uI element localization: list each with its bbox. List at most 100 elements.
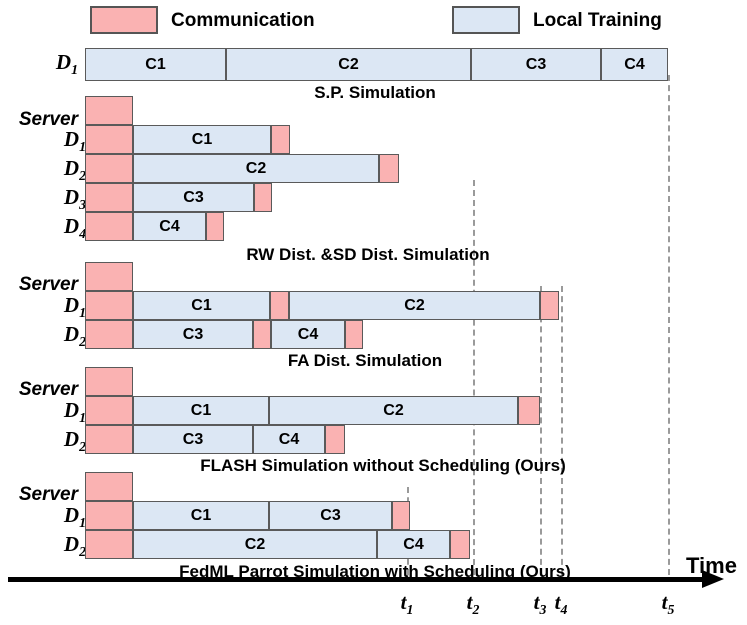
time-guide-g-t3	[540, 286, 542, 575]
communication-block	[518, 396, 540, 425]
communication-block	[271, 125, 290, 154]
block-label: C2	[338, 55, 359, 73]
row-label-flash-0: Server	[0, 380, 78, 399]
block-label: C3	[525, 55, 547, 73]
tick-label-subscript: 3	[539, 602, 547, 618]
row-label-rw-sd-2: D2	[0, 158, 86, 183]
tick-label-t5: t5	[643, 592, 693, 617]
row-label-subscript: 4	[79, 226, 86, 242]
communication-block	[206, 212, 224, 241]
row-label-subscript: 2	[79, 334, 86, 350]
local-training-block-c2: C2	[133, 530, 377, 559]
row-label-rw-sd-4: D4	[0, 216, 86, 241]
time-axis-arrow-icon	[702, 570, 724, 588]
row-label-subscript: 2	[79, 439, 86, 455]
communication-block	[379, 154, 399, 183]
tick-label-subscript: 1	[406, 602, 414, 618]
communication-block	[85, 530, 133, 559]
local-training-block-c3: C3	[269, 501, 392, 530]
communication-block	[85, 291, 133, 320]
row-label-fa-0: Server	[0, 275, 78, 294]
row-label-subscript: 3	[79, 197, 86, 213]
tick-label-t3: t3	[515, 592, 565, 617]
row-label-fedml-parrot-1: D1	[0, 505, 86, 530]
local-training-block-c2: C2	[289, 291, 540, 320]
local-training-block-c1: C1	[133, 501, 269, 530]
row-label-rw-sd-3: D3	[0, 187, 86, 212]
communication-block	[345, 320, 363, 349]
block-label: C4	[159, 217, 180, 235]
row-label-flash-1: D1	[0, 400, 86, 425]
communication-block	[85, 472, 133, 501]
time-axis-line	[8, 577, 708, 582]
time-axis-title: Time	[686, 553, 737, 578]
communication-block	[540, 291, 559, 320]
tick-label-t1: t1	[382, 592, 432, 617]
row-label-text: D	[63, 156, 80, 180]
communication-block	[253, 320, 271, 349]
local-training-block-c2: C2	[226, 48, 471, 81]
communication-block	[85, 154, 133, 183]
row-label-text: Server	[18, 274, 78, 295]
row-label-text: D	[63, 214, 80, 238]
block-label: C2	[383, 401, 404, 419]
local-training-block-c3: C3	[471, 48, 601, 81]
row-label-rw-sd-1: D1	[0, 129, 86, 154]
local-training-block-c1: C1	[85, 48, 226, 81]
row-label-text: D	[63, 185, 80, 209]
local-training-block-c3: C3	[133, 425, 253, 454]
row-label-fedml-parrot-0: Server	[0, 485, 78, 504]
local-training-block-c2: C2	[269, 396, 518, 425]
block-label: C2	[245, 159, 267, 177]
block-label: C2	[244, 535, 266, 553]
local-training-block-c1: C1	[133, 396, 269, 425]
row-label-text: D	[63, 503, 80, 527]
row-label-subscript: 1	[79, 139, 86, 155]
row-label-fa-1: D1	[0, 295, 86, 320]
local-training-block-c4: C4	[377, 530, 450, 559]
communication-block	[325, 425, 345, 454]
block-label: C1	[191, 296, 212, 314]
block-label: C4	[297, 325, 319, 343]
local-training-block-c1: C1	[133, 291, 270, 320]
communication-block	[254, 183, 272, 212]
row-label-text: D	[63, 322, 80, 346]
row-label-subscript: 1	[79, 305, 86, 321]
block-label: C4	[278, 430, 300, 448]
time-guide-g-t4	[561, 286, 563, 575]
row-label-flash-2: D2	[0, 429, 86, 454]
row-label-text: D	[63, 127, 80, 151]
communication-block	[85, 96, 133, 125]
local-training-block-c4: C4	[271, 320, 345, 349]
row-label-text: D	[63, 532, 80, 556]
local-training-block-c4: C4	[133, 212, 206, 241]
block-label: C1	[191, 130, 213, 148]
block-label: C1	[145, 55, 166, 73]
block-label: C4	[403, 535, 424, 553]
communication-block	[85, 320, 133, 349]
row-label-fedml-parrot-2: D2	[0, 534, 86, 559]
local-training-block-c4: C4	[601, 48, 668, 81]
legend-swatch-local-training	[452, 6, 520, 34]
communication-block	[85, 183, 133, 212]
row-label-subscript: 1	[79, 410, 86, 426]
row-label-sp-0: D1	[0, 52, 78, 77]
local-training-block-c3: C3	[133, 183, 254, 212]
section-caption-flash: FLASH Simulation without Scheduling (Our…	[200, 456, 566, 475]
tick-label-text: t	[400, 590, 407, 614]
communication-block	[85, 501, 133, 530]
block-label: C2	[404, 296, 425, 314]
communication-block	[450, 530, 470, 559]
section-caption-fedml-parrot: FedML Parrot Simulation with Scheduling …	[179, 562, 571, 581]
row-label-fa-2: D2	[0, 324, 86, 349]
legend-swatch-communication	[90, 6, 158, 34]
communication-block	[85, 262, 133, 291]
row-label-rw-sd-0: Server	[0, 110, 78, 129]
local-training-block-c4: C4	[253, 425, 325, 454]
row-label-text: D	[63, 293, 80, 317]
communication-block	[392, 501, 410, 530]
communication-block	[270, 291, 289, 320]
local-training-block-c2: C2	[133, 154, 379, 183]
row-label-subscript: 2	[79, 544, 86, 560]
